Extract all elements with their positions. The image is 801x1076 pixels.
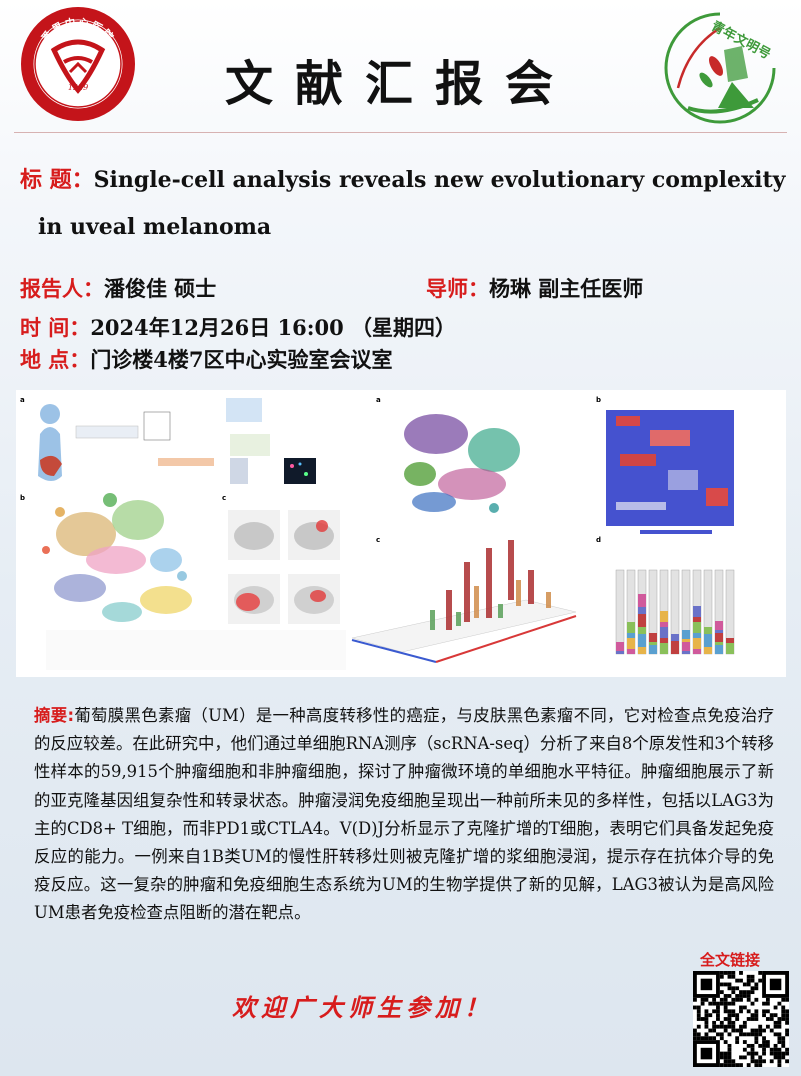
svg-text:b: b	[20, 494, 25, 502]
figure-left-panel: a b c	[20, 396, 346, 670]
svg-text:a: a	[20, 396, 25, 404]
talk-title-row: 标 题：Single-cell analysis reveals new evo…	[20, 162, 785, 194]
advisor-label: 导师：	[426, 277, 489, 301]
svg-text:c: c	[222, 494, 226, 502]
reporter-value: 潘俊佳 硕士	[104, 276, 217, 301]
abstract: 摘要:葡萄膜黑色素瘤（UM）是一种高度转移性的癌症，与皮肤黑色素瘤不同，它对检查…	[34, 702, 774, 928]
place-value: 门诊楼4楼7区中心实验室会议室	[90, 347, 393, 372]
reporter-label: 报告人：	[20, 277, 104, 301]
welcome-message: 欢迎广大师生参加！	[232, 994, 493, 1022]
place-row: 地 点：门诊楼4楼7区中心实验室会议室	[20, 344, 393, 374]
youth-logo: 青年文明号	[658, 8, 780, 124]
talk-title-line1: Single-cell analysis reveals new evoluti…	[93, 167, 786, 193]
title-label: 标 题：	[20, 168, 94, 193]
advisor-value: 杨琳 副主任医师	[489, 276, 644, 301]
svg-text:b: b	[596, 396, 601, 404]
paper-figure: a b c	[16, 390, 786, 677]
qr-label: 全文链接	[700, 951, 761, 969]
divider	[14, 132, 787, 133]
hospital-logo: 番禺中心医院 PANYU CENTRAL HOSPITAL 1929	[20, 6, 136, 122]
advisor-row: 导师：杨琳 副主任医师	[426, 273, 643, 303]
abstract-label: 摘要:	[34, 706, 75, 725]
time-label: 时 间：	[20, 316, 91, 340]
svg-text:d: d	[596, 536, 601, 544]
figure-right-panel: a b c	[351, 396, 735, 663]
qr-code[interactable]	[693, 971, 789, 1067]
abstract-text: 葡萄膜黑色素瘤（UM）是一种高度转移性的癌症，与皮肤黑色素瘤不同，它对检查点免疫…	[34, 706, 774, 923]
talk-title-line2: in uveal melanoma	[38, 214, 272, 240]
svg-text:a: a	[376, 396, 381, 404]
svg-text:c: c	[376, 536, 380, 544]
time-value: 2024年12月26日 16:00 （星期四）	[90, 315, 457, 340]
hospital-logo-year: 1929	[68, 83, 88, 92]
talk-title-row-2: in uveal melanoma	[38, 214, 271, 240]
place-label: 地 点：	[20, 348, 91, 372]
time-row: 时 间：2024年12月26日 16:00 （星期四）	[20, 312, 456, 342]
reporter-row: 报告人：潘俊佳 硕士	[20, 273, 216, 303]
page-title: 文献汇报会	[224, 56, 575, 112]
